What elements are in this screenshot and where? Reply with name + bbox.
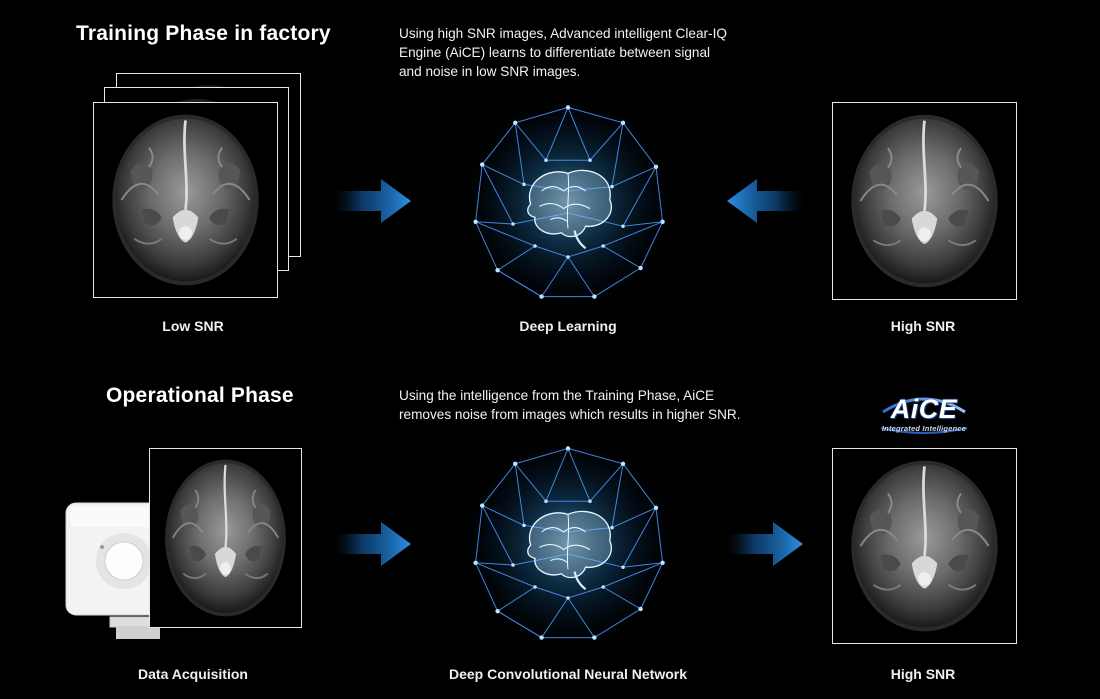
high-snr-output-image [832, 448, 1017, 644]
left-arrow-icon [727, 175, 803, 227]
caption-high-snr-operational: High SNR [890, 666, 956, 682]
logo-tagline: Integrated Intelligence [881, 424, 967, 433]
right-arrow-icon [727, 518, 803, 570]
caption-deep-learning: Deep Learning [519, 318, 617, 334]
training-phase-heading: Training Phase in factory [76, 22, 331, 45]
high-snr-image [832, 102, 1017, 300]
training-description-line: and noise in low SNR images. [399, 64, 581, 79]
operational-description-line: Using the intelligence from the Training… [399, 388, 715, 403]
aice-logo: AiCE Integrated Intelligence [879, 392, 969, 442]
logo-wordmark: AiCE [890, 394, 958, 424]
training-description-line: Using high SNR images, Advanced intellig… [399, 26, 727, 41]
operational-description-line: removes noise from images which results … [399, 407, 741, 422]
caption-high-snr-training: High SNR [890, 318, 956, 334]
caption-deep-convolutional-neural-network: Deep Convolutional Neural Network [448, 666, 688, 682]
data-acquisition-image [149, 448, 302, 628]
right-arrow-icon [335, 518, 411, 570]
brain-network-icon [438, 92, 698, 312]
training-phase-description: Using high SNR images, Advanced intellig… [399, 24, 779, 81]
operational-phase-heading: Operational Phase [106, 384, 294, 407]
mri-scanner-icon [62, 497, 172, 647]
caption-data-acquisition: Data Acquisition [138, 666, 248, 682]
operational-phase-description: Using the intelligence from the Training… [399, 386, 799, 424]
right-arrow-icon [335, 175, 411, 227]
low-snr-image [93, 102, 278, 298]
caption-low-snr: Low SNR [162, 318, 224, 334]
training-description-line: Engine (AiCE) learns to differentiate be… [399, 45, 711, 60]
brain-network-icon [438, 433, 698, 653]
